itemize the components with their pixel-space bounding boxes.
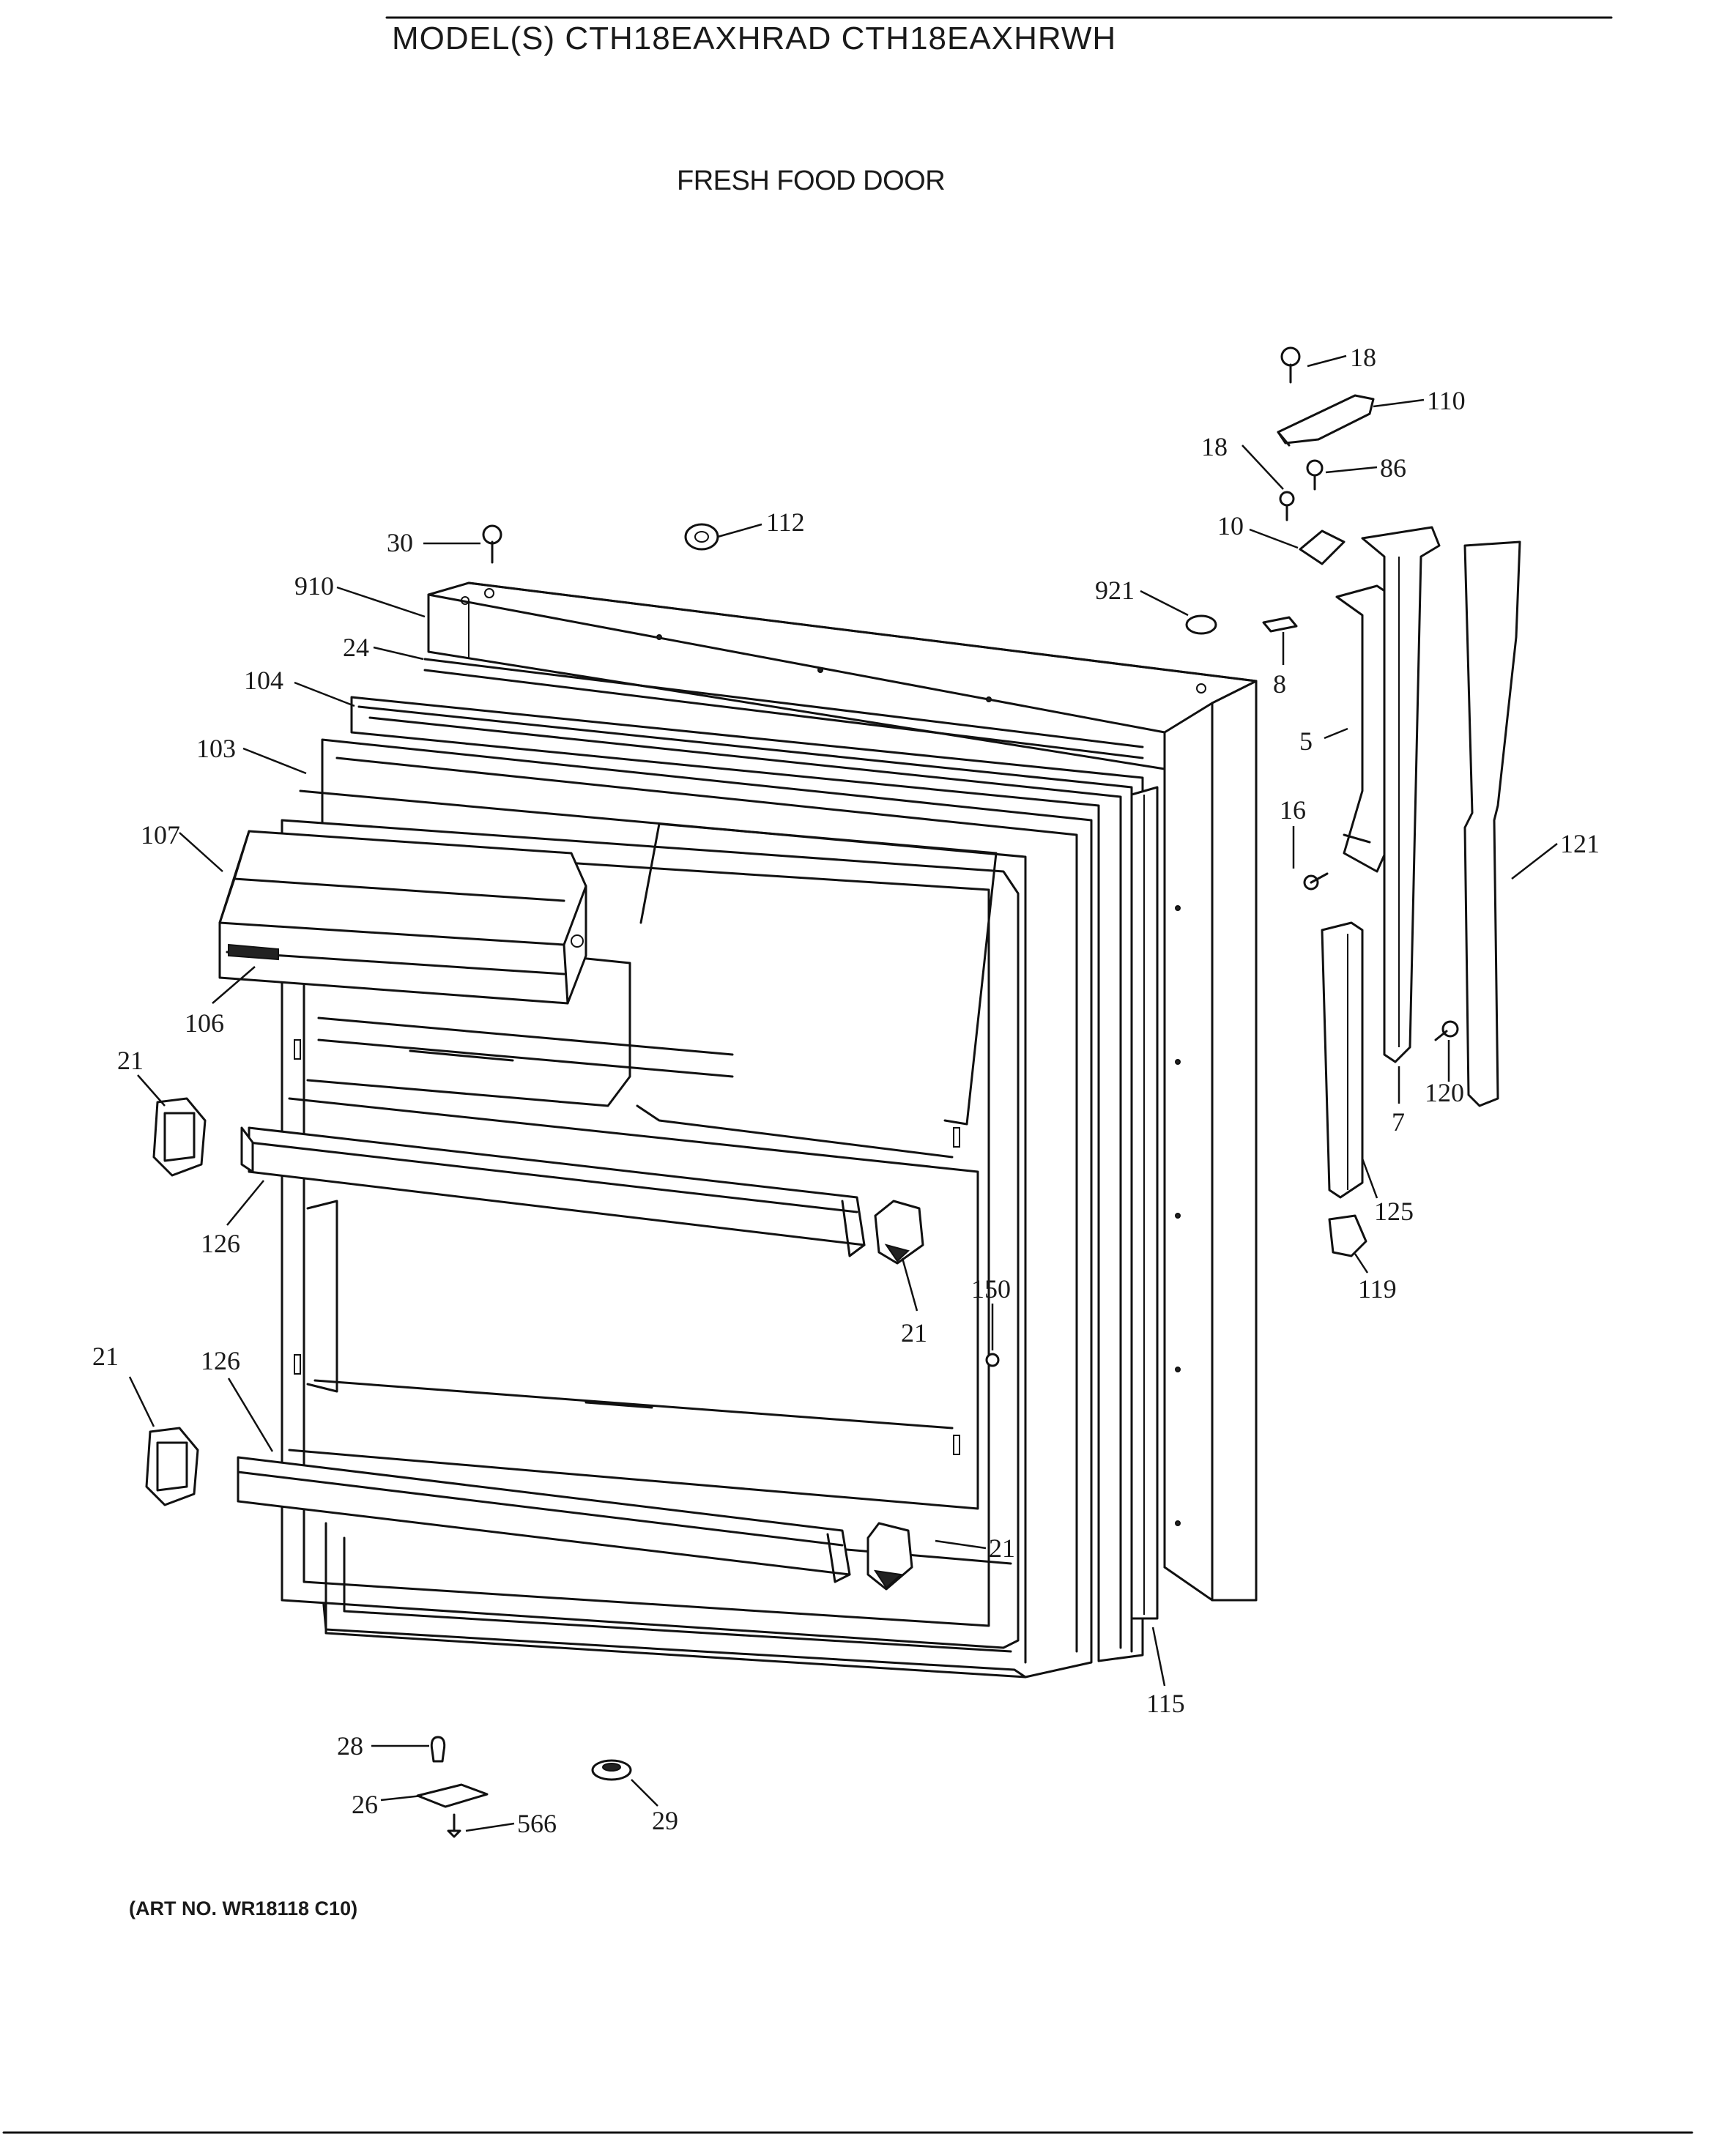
callout-126-b: 126 <box>201 1346 240 1375</box>
callout-5: 5 <box>1299 726 1313 756</box>
callout-21-c: 21 <box>92 1342 119 1371</box>
callout-29: 29 <box>652 1806 678 1835</box>
gasket-strip-115 <box>1130 786 1159 1620</box>
callout-86: 86 <box>1380 453 1406 483</box>
art-number: (ART NO. WR18118 C10) <box>129 1897 358 1919</box>
callout-119: 119 <box>1358 1274 1397 1304</box>
screw-18-b <box>1279 491 1295 521</box>
hinge-10 <box>1299 529 1346 565</box>
callout-112: 112 <box>766 508 805 537</box>
plug-112 <box>684 523 719 551</box>
callout-28: 28 <box>337 1731 363 1761</box>
callout-18-b: 18 <box>1201 432 1228 461</box>
plug-921 <box>1185 614 1217 635</box>
callout-labels: 18 110 18 86 10 30 112 910 921 24 8 104 … <box>92 343 1600 1838</box>
callout-104: 104 <box>244 666 283 695</box>
callout-18-a: 18 <box>1350 343 1376 372</box>
callout-126-a: 126 <box>201 1229 240 1258</box>
callout-24: 24 <box>343 633 369 662</box>
screw-16 <box>1303 872 1329 891</box>
callout-150: 150 <box>971 1274 1011 1304</box>
screw-30 <box>482 524 502 564</box>
shelf-end-cap-21-d <box>866 1522 913 1591</box>
callout-21-b: 21 <box>901 1318 927 1348</box>
callout-910: 910 <box>294 571 334 601</box>
callout-21-d: 21 <box>989 1534 1015 1563</box>
callout-107: 107 <box>141 820 180 850</box>
callout-921: 921 <box>1095 576 1135 605</box>
strip-125 <box>1321 921 1364 1199</box>
callout-125: 125 <box>1374 1197 1414 1226</box>
screw-150 <box>985 1353 1000 1367</box>
plug-29 <box>591 1759 632 1781</box>
handle-bracket-7 <box>1361 526 1441 1063</box>
leader-lines <box>128 354 1558 1832</box>
callout-103: 103 <box>196 734 236 763</box>
screw-18-a <box>1280 346 1301 384</box>
model-title: MODEL(S) CTH18EAXHRAD CTH18EAXHRWH <box>392 21 1117 56</box>
callout-566: 566 <box>517 1809 557 1838</box>
clip-26 <box>416 1783 489 1808</box>
callout-121: 121 <box>1560 829 1600 858</box>
diagram-subtitle: FRESH FOOD DOOR <box>677 166 946 196</box>
shelf-end-cap-21-a <box>152 1097 207 1177</box>
callout-10: 10 <box>1217 511 1244 540</box>
callout-8: 8 <box>1273 669 1286 699</box>
trim-121 <box>1463 540 1521 1107</box>
shelf-end-cap-21-c <box>145 1427 199 1506</box>
end-cap-119 <box>1328 1214 1367 1257</box>
shelf-end-cap-21-b <box>874 1200 924 1265</box>
pin-28 <box>430 1736 446 1763</box>
screw-566 <box>447 1813 461 1838</box>
bracket-8 <box>1262 616 1298 633</box>
callout-21-a: 21 <box>117 1046 144 1075</box>
callout-7: 7 <box>1392 1107 1405 1137</box>
callout-26: 26 <box>352 1790 378 1819</box>
callout-30: 30 <box>387 528 413 557</box>
hinge-cover-110 <box>1277 394 1375 447</box>
screw-86 <box>1306 459 1324 491</box>
callout-120: 120 <box>1425 1078 1464 1107</box>
door-shelf-126-upper <box>240 1126 866 1257</box>
callout-16: 16 <box>1280 795 1306 825</box>
dairy-door-107 <box>218 830 587 1005</box>
door-shelf-126-lower <box>237 1456 851 1583</box>
screw-120 <box>1434 1020 1459 1041</box>
callout-110: 110 <box>1427 386 1466 415</box>
callout-106: 106 <box>185 1008 224 1038</box>
callout-115: 115 <box>1146 1689 1185 1718</box>
